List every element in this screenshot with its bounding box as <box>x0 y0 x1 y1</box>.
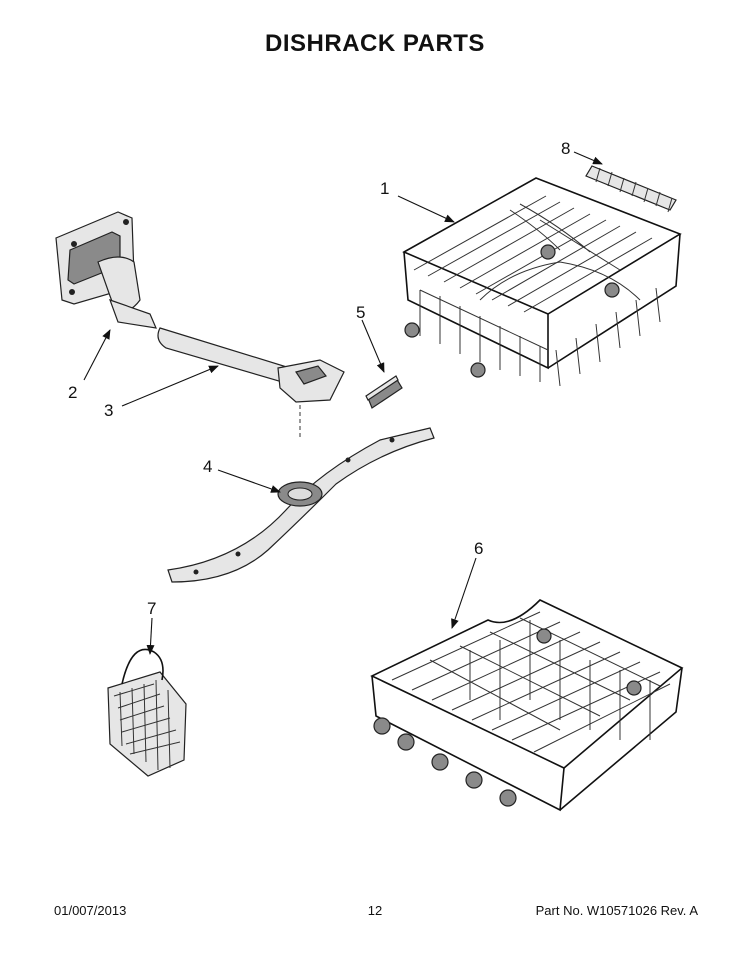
leader-line-1 <box>397 195 455 223</box>
callout-4: 4 <box>203 457 212 476</box>
footer-part-number: Part No. W10571026 Rev. A <box>535 903 698 918</box>
callout-6: 6 <box>474 539 483 558</box>
page-title: DISHRACK PARTS <box>265 30 485 57</box>
part-7-silverware-basket[interactable] <box>107 648 187 777</box>
part-2-water-inlet-housing[interactable] <box>55 211 157 329</box>
callout-5: 5 <box>356 303 365 322</box>
leader-line-3 <box>121 365 219 407</box>
part-1-upper-rack[interactable] <box>402 177 682 387</box>
callout-3: 3 <box>104 401 113 420</box>
leader-line-5 <box>361 319 385 373</box>
leader-line-7 <box>146 617 155 655</box>
part-6-lower-rack[interactable] <box>370 599 684 812</box>
part-5-clip[interactable] <box>365 375 403 409</box>
callout-1: 1 <box>380 179 389 198</box>
leader-line-4 <box>217 469 281 493</box>
leader-line-2 <box>83 329 111 381</box>
part-4-spray-arm[interactable] <box>167 427 435 583</box>
part-8-tine-row[interactable] <box>585 165 677 213</box>
footer-page-number: 12 <box>367 903 383 918</box>
callout-7: 7 <box>147 599 156 618</box>
callout-8: 8 <box>561 139 570 158</box>
leader-line-6 <box>451 557 477 629</box>
part-3-supply-tube[interactable] <box>157 327 345 440</box>
footer-date: 01/007/2013 <box>54 903 127 918</box>
callout-2: 2 <box>68 383 77 402</box>
leader-line-8 <box>573 151 603 165</box>
